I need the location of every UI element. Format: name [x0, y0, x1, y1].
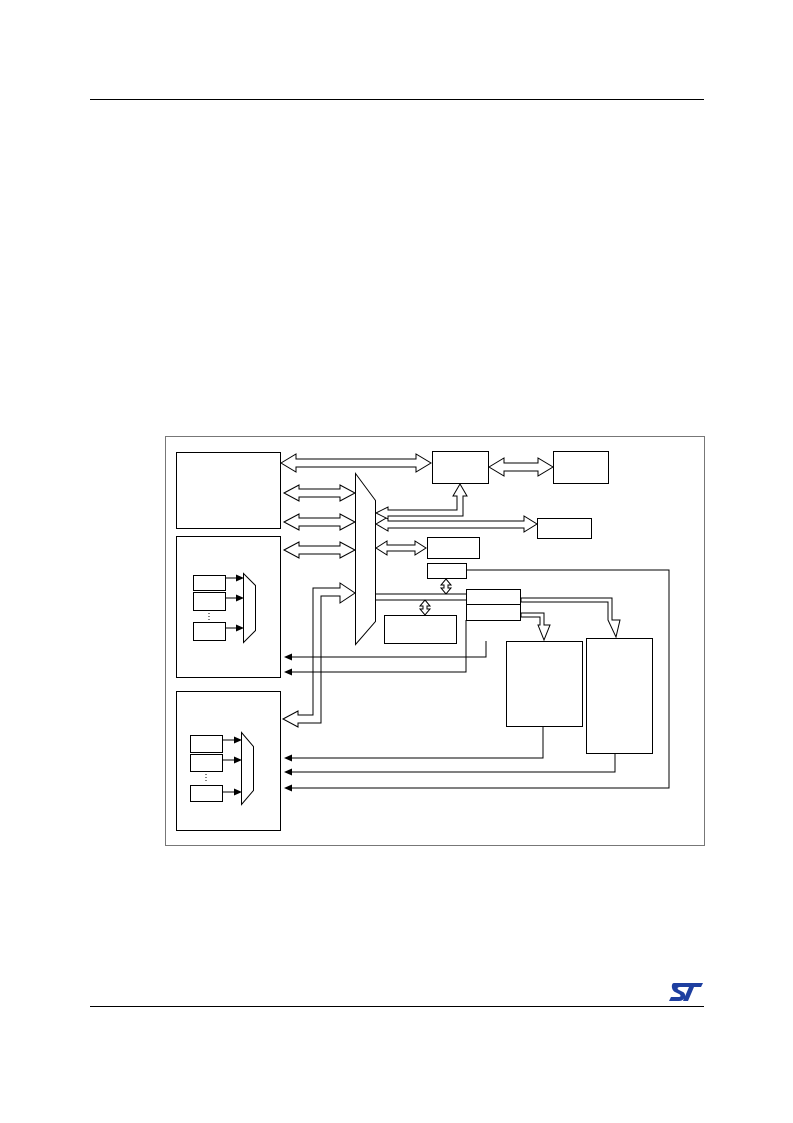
block-top-left: [176, 452, 281, 529]
block-split-bottom: [466, 604, 521, 621]
vertical-double-arrow: [439, 578, 453, 595]
register-box: [193, 575, 226, 591]
bus-arrows: [280, 453, 621, 728]
double-arrow-bottom: [281, 582, 356, 728]
block-tall-1: [506, 641, 583, 727]
block-small-b: [427, 563, 467, 579]
bus-matrix: [355, 471, 376, 646]
register-box: [193, 622, 226, 641]
block-right-mid: [537, 518, 592, 539]
mux-shape: [243, 572, 256, 644]
arrow-to-bridge: [374, 483, 468, 520]
mux-shape: [241, 731, 254, 806]
double-arrow: [282, 513, 357, 531]
signal-lines: [284, 569, 670, 792]
block-mid-left: [176, 536, 281, 678]
header-rule: [90, 99, 704, 100]
register-mux-group-2: [190, 731, 254, 806]
st-logo-icon: [669, 983, 703, 1001]
register-box: [193, 592, 226, 611]
arrow-down-2: [520, 597, 621, 639]
double-arrow: [280, 453, 432, 473]
register-mux-group-1: [193, 572, 256, 644]
block-tall-2: [586, 638, 653, 754]
double-arrow: [488, 457, 554, 477]
double-arrow: [282, 484, 357, 502]
block-lower-center: [384, 615, 457, 644]
footer-rule: [90, 1006, 704, 1007]
register-box: [190, 785, 223, 802]
block-small-a: [427, 537, 480, 559]
register-box: [190, 735, 223, 753]
block-split-top: [466, 589, 521, 605]
arrow-down-1: [520, 612, 551, 642]
register-box: [190, 754, 223, 772]
diagram-frame: [165, 436, 705, 846]
vertical-double-arrow: [418, 599, 432, 616]
double-arrow: [282, 541, 357, 559]
double-arrow: [375, 515, 538, 533]
block-top-right: [553, 451, 609, 484]
block-bottom-left: [176, 691, 281, 831]
double-arrow: [375, 540, 427, 556]
block-bridge: [432, 451, 489, 484]
